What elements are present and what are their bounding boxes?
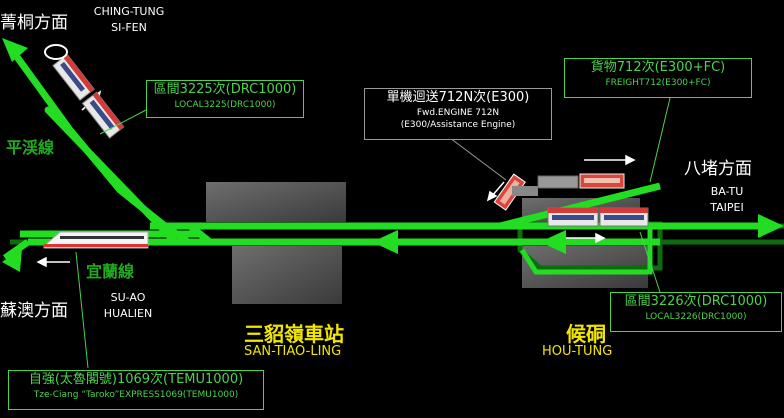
direction-badu-zh: 八堵方面 bbox=[684, 159, 752, 179]
direction-chingtung-en-line2: SI-FEN bbox=[111, 21, 147, 34]
taroko-train bbox=[43, 231, 149, 249]
mid-arrowhead-left bbox=[372, 230, 398, 254]
direction-badu-en-line2: TAIPEI bbox=[710, 201, 744, 214]
drc1000-train-houtong bbox=[547, 207, 649, 227]
callout-local3225: 區間3225次(DRC1000) LOCAL3225(DRC1000) bbox=[146, 80, 304, 118]
direction-suao-en-line1: SU-AO bbox=[110, 291, 146, 304]
direction-badu-en: BA-TU TAIPEI bbox=[684, 184, 770, 216]
callout-leader-engine bbox=[449, 137, 507, 181]
santiaoling-platform-bottom bbox=[232, 246, 342, 304]
direction-chingtung-zh: 菁桐方面 bbox=[0, 13, 68, 33]
line-name-pingxi: 平渓線 bbox=[6, 138, 55, 157]
callout-local3226: 區間3226次(DRC1000) LOCAL3226(DRC1000) bbox=[610, 292, 782, 332]
callout-local3226-sub: LOCAL3226(DRC1000) bbox=[645, 312, 747, 322]
callout-express1069: 自強(太魯閣號)1069次(TEMU1000) Tze-Ciang “Tarok… bbox=[8, 370, 264, 410]
direction-chingtung-en-line1: CHING-TUNG bbox=[93, 5, 165, 18]
direction-badu-en-line1: BA-TU bbox=[710, 185, 744, 198]
callout-local3226-title: 區間3226次(DRC1000) bbox=[624, 294, 768, 309]
station-houtong-en: HOU-TUNG bbox=[542, 344, 613, 359]
callout-express1069-title: 自強(太魯閣號)1069次(TEMU1000) bbox=[28, 372, 244, 387]
pingxi-arrowhead bbox=[2, 38, 28, 62]
drc1000-train-pingxi bbox=[52, 53, 125, 139]
direction-suao-en-line2: HUALIEN bbox=[103, 307, 153, 320]
freight712-train bbox=[512, 173, 625, 196]
callout-freight712: 貨物712次(E300+FC) FREIGHT712(E300+FC) bbox=[564, 58, 752, 98]
line-name-yilan: 宜蘭線 bbox=[86, 262, 135, 281]
callout-local3225-title: 區間3225次(DRC1000) bbox=[153, 82, 297, 97]
station-houtong-zh: 候硐 bbox=[566, 322, 606, 346]
callout-leaders bbox=[75, 97, 671, 369]
station-santiaoling-zh: 三貂嶺車站 bbox=[244, 322, 344, 346]
direction-suao-zh: 蘇澳方面 bbox=[0, 301, 68, 321]
santiaoling-platform-top bbox=[206, 182, 346, 222]
direction-chingtung-en: CHING-TUNG SI-FEN bbox=[84, 4, 174, 36]
callout-local3225-sub: LOCAL3225(DRC1000) bbox=[174, 100, 276, 110]
signal-lamp-icon bbox=[44, 44, 68, 60]
callout-engine712n: 單機迴送712N次(E300) Fwd.ENGINE 712N (E300/As… bbox=[364, 88, 552, 140]
callout-freight712-sub: FREIGHT712(E300+FC) bbox=[605, 78, 711, 88]
badu-arrowhead bbox=[758, 214, 784, 238]
callout-express1069-sub: Tze-Ciang “Taroko”EXPRESS1069(TEMU1000) bbox=[33, 390, 239, 400]
callout-engine712n-sub2: (E300/Assistance Engine) bbox=[400, 120, 516, 130]
callout-engine712n-title: 單機迴送712N次(E300) bbox=[386, 90, 530, 105]
direction-suao-en: SU-AO HUALIEN bbox=[86, 290, 170, 322]
houtong-arrowhead-left bbox=[540, 230, 566, 254]
station-santiaoling-en: SAN-TIAO-LING bbox=[244, 344, 342, 359]
callout-engine712n-sub1: Fwd.ENGINE 712N bbox=[416, 108, 500, 118]
callout-freight712-title: 貨物712次(E300+FC) bbox=[590, 60, 726, 75]
suao-arrowhead bbox=[2, 248, 22, 272]
engine712n-locomotive bbox=[493, 173, 526, 211]
